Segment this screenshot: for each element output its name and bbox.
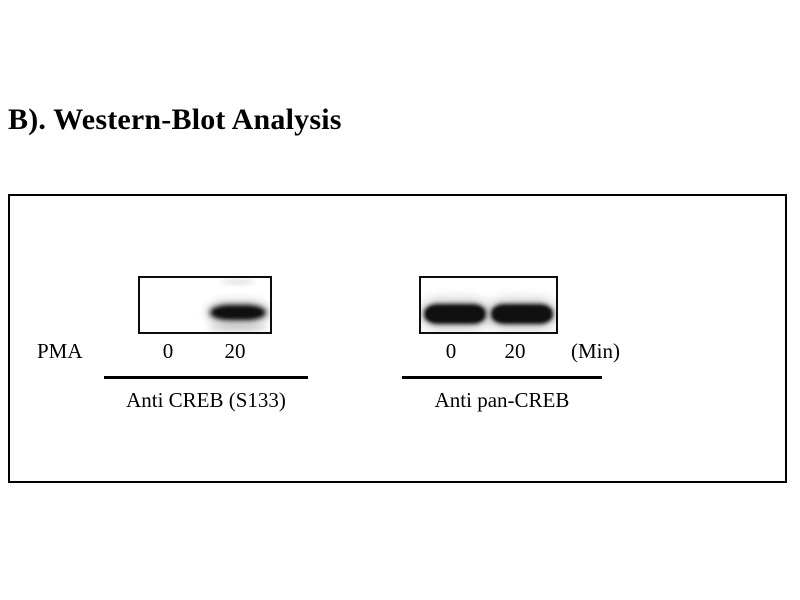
- time-unit-label: (Min): [571, 339, 620, 363]
- blot-smear: [207, 325, 268, 331]
- panel-caption-anti-pan-creb: Anti pan-CREB: [434, 388, 570, 412]
- lane-label-pan-20: 20: [504, 339, 526, 363]
- panel-rule-s133: [104, 376, 308, 379]
- blot-panel-anti-pan-creb: [419, 276, 558, 334]
- lane-label-s133-0: 0: [162, 339, 174, 363]
- treatment-label-pma: PMA: [37, 339, 83, 363]
- panel-caption-anti-creb-s133: Anti CREB (S133): [126, 388, 286, 412]
- figure-frame: PMA 0 20 0 20 (Min) Anti CREB (S133) Ant…: [8, 194, 787, 483]
- blot-band-core: [213, 308, 262, 317]
- panel-rule-pan: [402, 376, 602, 379]
- lane-label-pan-0: 0: [445, 339, 457, 363]
- blot-lane-pan-20: [487, 278, 556, 332]
- blot-panel-anti-creb-s133: [138, 276, 272, 334]
- blot-artifact: [220, 280, 255, 284]
- lane-label-s133-20: 20: [224, 339, 246, 363]
- page-title: B). Western-Blot Analysis: [8, 103, 342, 136]
- blot-band-core: [494, 307, 551, 321]
- blot-lane-s133-0: [140, 278, 205, 332]
- blot-lane-pan-0: [421, 278, 490, 332]
- blot-band-core: [426, 307, 483, 321]
- blot-lane-s133-20: [205, 278, 270, 332]
